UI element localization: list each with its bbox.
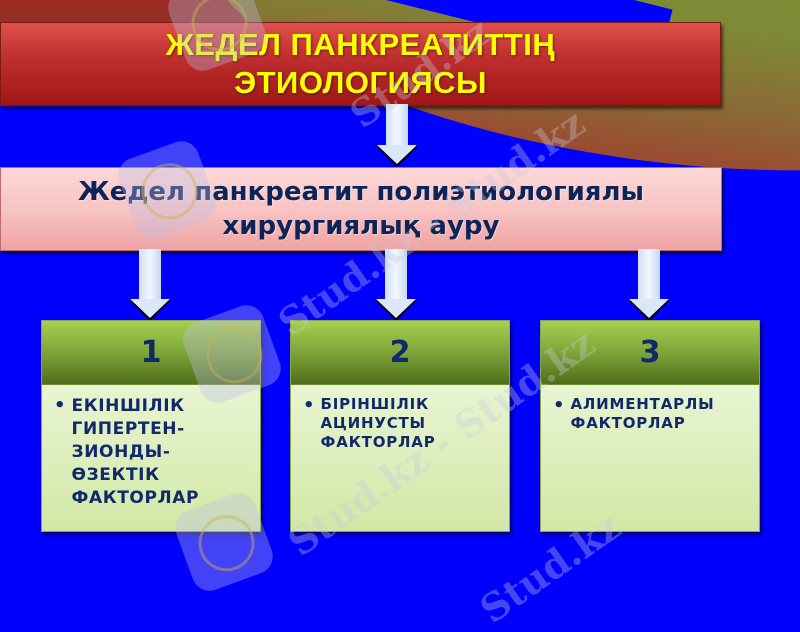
bullet-icon: • [553, 395, 565, 416]
card-text: БІРІНШІЛІК АЦИНУСТЫ ФАКТОРЛАР [320, 395, 436, 451]
arrow-down-icon [128, 249, 172, 321]
title-line-1: ЖЕДЕЛ ПАНКРЕАТИТТІҢ [165, 27, 556, 62]
card-header: 1 [42, 321, 260, 385]
factor-card-2: 2 • БІРІНШІЛІК АЦИНУСТЫ ФАКТОРЛАР [290, 320, 510, 532]
card-text: ЕКІНШІЛІК ГИПЕРТЕН- ЗИОНДЫ- ӨЗЕКТІК ФАКТ… [71, 396, 200, 508]
card-body: • АЛИМЕНТАРЛЫ ФАКТОРЛАР [541, 385, 759, 433]
card-header: 3 [541, 321, 759, 385]
arrow-down-icon [627, 249, 671, 321]
subtitle-line-1: Жедел панкреатит полиэтиологиялы [77, 177, 645, 207]
subtitle-box: Жедел панкреатит полиэтиологиялы хирурги… [0, 167, 722, 251]
card-body: • БІРІНШІЛІК АЦИНУСТЫ ФАКТОРЛАР [291, 385, 509, 452]
card-number: 1 [140, 335, 162, 370]
subtitle-line-2: хирургиялық ауру [222, 211, 500, 241]
factor-card-3: 3 • АЛИМЕНТАРЛЫ ФАКТОРЛАР [540, 320, 760, 532]
arrow-down-icon [374, 249, 418, 321]
card-number: 2 [389, 335, 411, 370]
bullet-icon: • [303, 395, 315, 416]
card-text: АЛИМЕНТАРЛЫ ФАКТОРЛАР [570, 395, 715, 432]
arrow-down-icon [375, 104, 419, 167]
card-number: 3 [639, 335, 661, 370]
factor-card-1: 1 • ЕКІНШІЛІК ГИПЕРТЕН- ЗИОНДЫ- ӨЗЕКТІК … [41, 320, 261, 532]
bullet-icon: • [54, 395, 66, 416]
card-body: • ЕКІНШІЛІК ГИПЕРТЕН- ЗИОНДЫ- ӨЗЕКТІК ФА… [42, 385, 260, 510]
title-box: ЖЕДЕЛ ПАНКРЕАТИТТІҢ ЭТИОЛОГИЯСЫ [0, 22, 721, 106]
title-line-2: ЭТИОЛОГИЯСЫ [234, 65, 487, 100]
card-header: 2 [291, 321, 509, 385]
